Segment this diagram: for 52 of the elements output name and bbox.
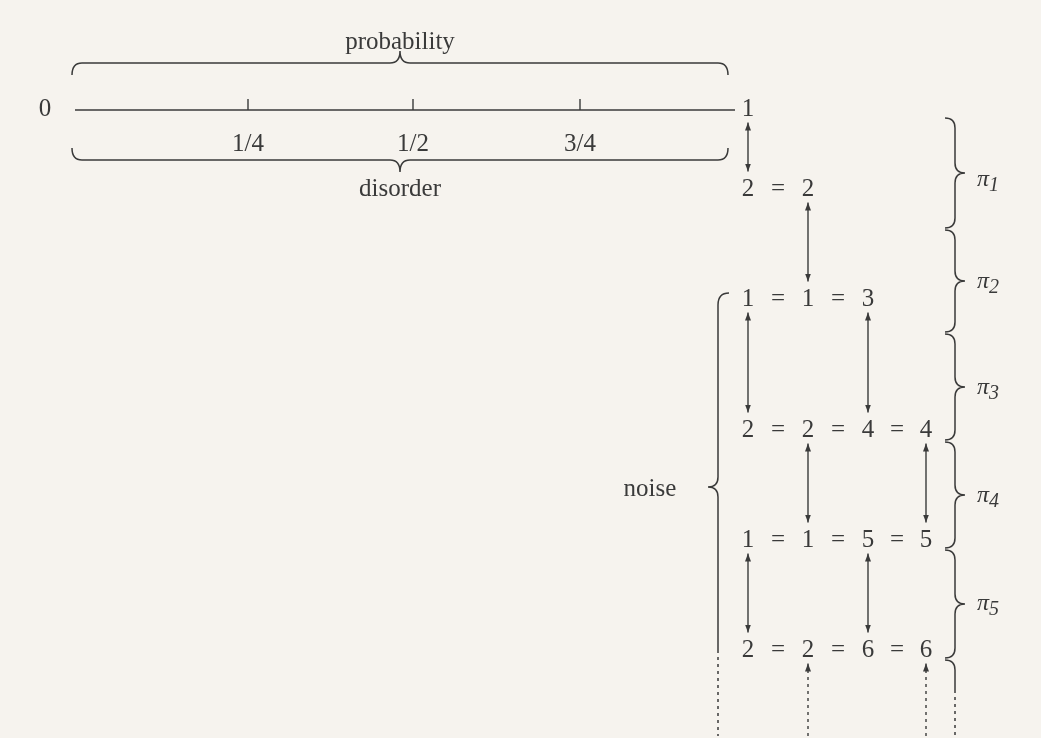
pi-label: π$_{5}$: [977, 589, 999, 619]
equals-sign: =: [770, 525, 786, 551]
axis-tick-label: 3/4: [564, 129, 596, 155]
arrow: [805, 662, 811, 737]
double-arrow: [805, 201, 811, 283]
number-text: 3: [861, 284, 875, 310]
double-arrow: [923, 442, 929, 524]
double-arrow: [865, 552, 871, 634]
axis-tick-label: 1/4: [232, 129, 264, 155]
number-text: 2: [741, 635, 755, 661]
number-text: 6: [919, 635, 933, 661]
number-text: 2: [801, 635, 815, 661]
pi-label: π$_{3}$: [977, 373, 999, 403]
double-arrow: [865, 311, 871, 414]
number-text: 4: [919, 415, 933, 441]
equals-sign: =: [889, 525, 905, 551]
double-arrow: [745, 311, 751, 414]
equals-sign: =: [889, 415, 905, 441]
number-text: 5: [919, 525, 933, 551]
number-text: 1: [741, 284, 755, 310]
equals-sign: =: [770, 415, 786, 441]
number-text: 1: [801, 284, 815, 310]
axis-tick-label: 0: [38, 94, 52, 120]
number-text: 1: [741, 94, 755, 120]
equals-sign: =: [830, 635, 846, 661]
number-text: 4: [861, 415, 875, 441]
number-text: 2: [801, 415, 815, 441]
number-text: 5: [861, 525, 875, 551]
equals-sign: =: [830, 284, 846, 310]
equals-sign: =: [770, 174, 786, 200]
equals-sign: =: [770, 635, 786, 661]
equals-sign: =: [830, 415, 846, 441]
equals-sign: =: [770, 284, 786, 310]
number-text: 2: [741, 174, 755, 200]
number-text: 2: [741, 415, 755, 441]
pi-label: π$_{1}$: [977, 165, 999, 195]
number-text: 2: [801, 174, 815, 200]
noise-label: noise: [623, 474, 677, 500]
equals-sign: =: [889, 635, 905, 661]
equals-sign: =: [830, 525, 846, 551]
pi-label: π$_{4}$: [977, 481, 999, 511]
number-text: 6: [861, 635, 875, 661]
axis-tick-label: 1/2: [397, 129, 429, 155]
number-text: 1: [741, 525, 755, 551]
double-arrow: [805, 442, 811, 524]
double-arrow: [745, 121, 751, 173]
double-arrow: [745, 552, 751, 634]
pi-label: π$_{2}$: [977, 267, 999, 297]
number-text: 1: [801, 525, 815, 551]
disorder-label: disorder: [359, 174, 441, 200]
probability-label: probability: [345, 27, 455, 53]
arrow: [923, 662, 929, 737]
